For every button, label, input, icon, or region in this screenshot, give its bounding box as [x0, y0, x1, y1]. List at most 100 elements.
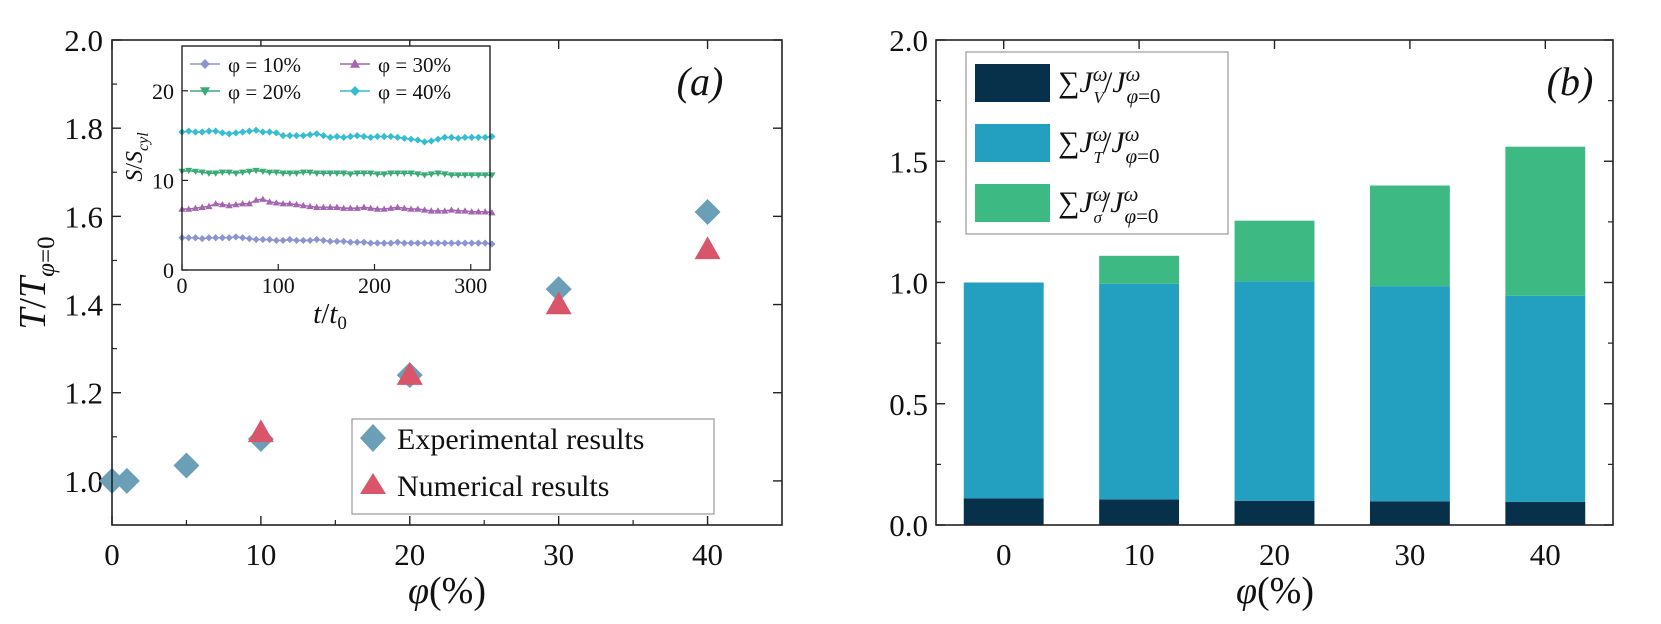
- inset-xlabel: t/t0: [313, 298, 347, 334]
- inset-series-point: [198, 235, 206, 243]
- inset-legend-marker: [350, 86, 360, 96]
- inset-series-point: [239, 200, 247, 207]
- inset-series-point: [360, 238, 368, 246]
- inset-series-point: [272, 236, 280, 245]
- inset-series-point: [468, 133, 476, 141]
- inset-legend-marker: [200, 59, 210, 69]
- legend-swatch: [975, 184, 1050, 222]
- inset-series-point: [198, 203, 206, 210]
- inset-series-point: [441, 239, 449, 247]
- inset-series-point: [319, 203, 328, 210]
- stacked-bar-segment: [963, 282, 1044, 499]
- inset-series-point: [481, 133, 489, 141]
- inset-series-point: [191, 128, 200, 136]
- inset-series-point: [373, 132, 381, 141]
- inset-series-point: [353, 132, 361, 140]
- a-xtick-label: 10: [245, 537, 276, 572]
- a-xtick-label: 40: [692, 537, 723, 572]
- inset-series-point: [252, 196, 260, 203]
- inset-series-point: [286, 235, 294, 244]
- b-xtick-label: 30: [1394, 537, 1425, 572]
- experimental-point: [545, 276, 572, 303]
- inset-series-point: [340, 204, 348, 211]
- inset-series-point: [373, 171, 381, 178]
- inset-series-point: [198, 128, 206, 136]
- inset-series-point: [414, 136, 422, 144]
- inset-series-point: [232, 233, 240, 241]
- inset-series-point: [474, 172, 483, 179]
- inset-series-point: [279, 236, 287, 245]
- inset-series-point: [333, 237, 341, 245]
- stacked-bar-segment: [1099, 499, 1180, 525]
- inset-series-point: [407, 239, 415, 247]
- inset-series-point: [414, 171, 422, 178]
- inset-series-point: [225, 201, 233, 209]
- inset-series-point: [360, 203, 368, 210]
- inset-series-point: [225, 169, 233, 176]
- inset-series-point: [299, 201, 307, 209]
- inset-series-point: [232, 129, 240, 137]
- inset-series-point: [225, 130, 233, 138]
- inset-series-point: [245, 168, 253, 176]
- inset-series-point: [380, 239, 388, 247]
- inset-series-point: [333, 203, 341, 210]
- inset-lines: [178, 126, 496, 248]
- inset-series-point: [441, 133, 449, 141]
- inset-series-point: [279, 170, 287, 177]
- inset-series-point: [279, 132, 287, 140]
- inset-series-point: [468, 172, 476, 179]
- inset-series-point: [265, 235, 274, 244]
- inset-series-point: [306, 131, 314, 139]
- inset-series-point: [353, 204, 361, 211]
- a-ytick-label: 1.6: [64, 199, 103, 234]
- inset-series-point: [306, 236, 314, 245]
- panel-a-legend-box: [351, 418, 715, 515]
- inset-series-point: [387, 170, 395, 177]
- inset-series-point: [279, 200, 287, 207]
- inset-series-point: [427, 137, 435, 145]
- inset-series-point: [212, 200, 220, 207]
- inset-series-point: [218, 169, 227, 176]
- stacked-bar-segment: [1234, 281, 1315, 501]
- inset-ytick-label: 20: [152, 79, 174, 104]
- stacked-bar-segment: [1369, 501, 1450, 525]
- a-ytick-label: 1.2: [64, 376, 103, 411]
- inset-series-point: [400, 170, 408, 177]
- inset-series-point: [333, 132, 341, 141]
- inset-series-point: [313, 203, 321, 210]
- inset-series-point: [185, 167, 193, 175]
- legend-diamond-marker: [360, 424, 386, 452]
- inset-series-point: [239, 234, 247, 242]
- inset-series-point: [420, 138, 429, 146]
- inset-series-point: [353, 238, 361, 246]
- inset-series-point: [205, 170, 213, 177]
- inset-series-point: [319, 170, 328, 177]
- inset-series-point: [313, 130, 321, 138]
- inset-series-point: [252, 167, 260, 175]
- inset-series-point: [441, 171, 449, 178]
- stacked-bar-segment: [1369, 185, 1450, 287]
- inset-series-point: [394, 203, 402, 210]
- inset-series-point: [259, 168, 267, 176]
- inset-series-point: [292, 132, 301, 140]
- inset-series-point: [205, 127, 213, 135]
- inset-series-point: [367, 170, 375, 177]
- inset-series-point: [286, 170, 294, 177]
- panel-a-legend: Experimental results Numerical results: [351, 418, 715, 515]
- inset-series-point: [427, 171, 435, 178]
- inset-series-point: [232, 170, 240, 177]
- legend-triangle-marker: [360, 473, 386, 494]
- inset-series-point: [245, 235, 253, 243]
- stacked-bar-segment: [1099, 255, 1180, 284]
- inset-series-point: [272, 199, 280, 206]
- inset-series-point: [474, 208, 483, 215]
- inset-series-point: [481, 239, 489, 247]
- inset-legend-marker: [350, 59, 360, 68]
- inset-series-point: [447, 172, 456, 179]
